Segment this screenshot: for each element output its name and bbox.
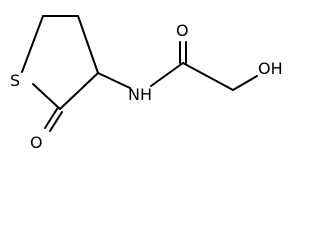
- thiolactone-ring-bonds: [21, 15, 99, 110]
- atom-label-hydroxyl: OH: [258, 59, 283, 78]
- chemical-structure: S O NH O OH: [10, 15, 283, 152]
- bond-ch2-oh: [232, 75, 258, 91]
- atom-label-amide-nitrogen: NH: [128, 85, 152, 104]
- atom-label-amide-oxygen: O: [176, 21, 189, 40]
- bond-ch-carbonyl-c: [59, 72, 99, 110]
- bond-n-c: [150, 62, 184, 87]
- bond-carbonyl-c-s: [32, 83, 61, 110]
- amide-bonds: [97, 41, 258, 91]
- bond-ring-c-o-1: [44, 108, 58, 129]
- atom-label-sulfur: S: [10, 71, 20, 90]
- bond-ch-n: [97, 72, 131, 89]
- ring-carbonyl-double-bond: [44, 108, 63, 132]
- bond-ch2-ch: [77, 15, 99, 74]
- atom-label-ring-oxygen: O: [30, 133, 43, 152]
- bond-s-ch2: [21, 15, 44, 73]
- bond-c-ch2: [182, 62, 234, 91]
- bond-ring-c-o-2: [49, 111, 63, 132]
